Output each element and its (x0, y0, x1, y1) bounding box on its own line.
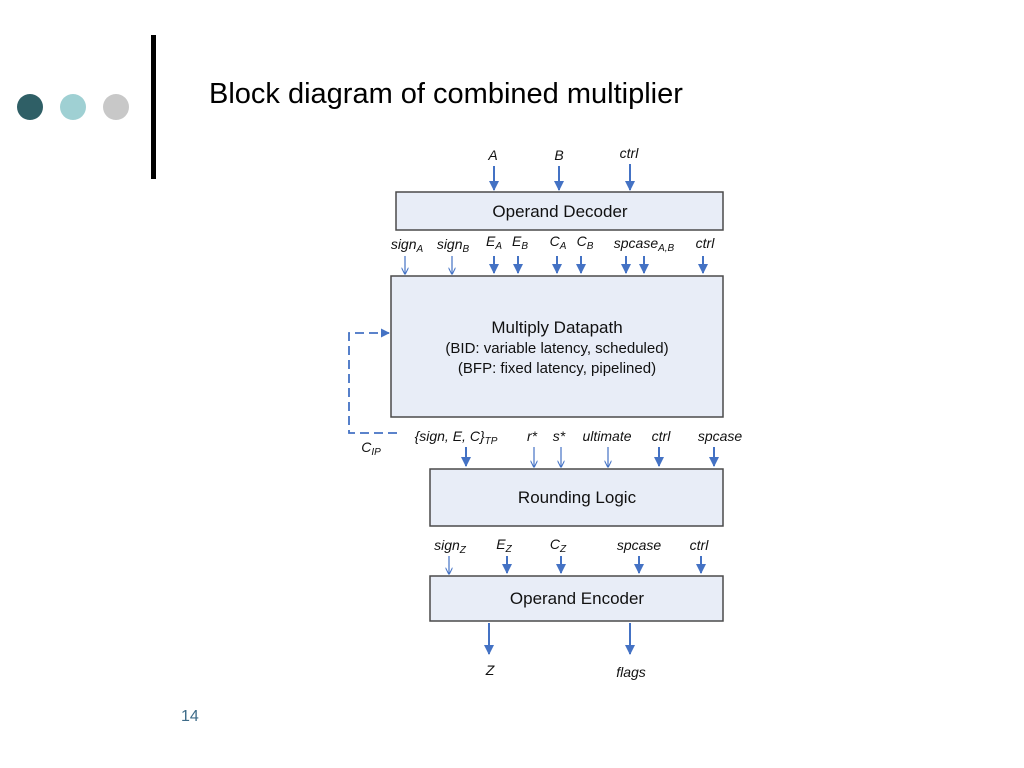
feedback-label: CIP (361, 439, 381, 458)
decoder-ctrl-label: ctrl (696, 235, 716, 251)
cz-label: CZ (550, 536, 567, 555)
multiply-datapath-bfp: (BFP: fixed latency, pipelined) (458, 360, 656, 377)
rounding-spcase-label: spcase (617, 537, 662, 553)
slide-number: 14 (181, 708, 199, 725)
operand-encoder-label: Operand Encoder (510, 589, 645, 608)
operand-encoder-box (429, 575, 724, 622)
signb-label: signB (437, 236, 470, 255)
feedback-loop (348, 328, 397, 434)
rounding-logic-box (429, 468, 724, 527)
input-a-label: A (487, 147, 497, 163)
bullet-dot-dark (17, 94, 43, 120)
tp-label: {sign, E, C}TP (415, 428, 498, 447)
rounding-logic-label: Rounding Logic (518, 488, 637, 507)
ultimate-label: ultimate (582, 428, 631, 444)
multiply-datapath-box (390, 275, 724, 418)
signa-label: signA (391, 236, 424, 255)
multiply-datapath-label: Multiply Datapath (491, 318, 622, 337)
output-z-label: Z (485, 662, 495, 678)
datapath-ctrl-label: ctrl (652, 428, 672, 444)
multiply-datapath-bid: (BID: variable latency, scheduled) (445, 340, 668, 357)
ea-label: EA (486, 233, 502, 252)
s-star-label: s* (553, 428, 566, 444)
ca-label: CA (550, 233, 567, 252)
bullet-dot-gray (103, 94, 129, 120)
r-star-label: r* (527, 428, 538, 444)
rounding-ctrl-label: ctrl (690, 537, 710, 553)
bullet-dot-light (60, 94, 86, 120)
operand-decoder-box (395, 191, 724, 231)
output-flags-label: flags (616, 664, 646, 680)
eb-label: EB (512, 233, 528, 252)
signz-label: signZ (434, 537, 467, 556)
ez-label: EZ (496, 536, 512, 555)
operand-decoder-label: Operand Decoder (492, 202, 627, 221)
spcase-ab-label: spcaseA,B (614, 235, 675, 254)
cb-label: CB (577, 233, 594, 252)
slide-title: Block diagram of combined multiplier (209, 78, 683, 110)
input-b-label: B (554, 147, 563, 163)
datapath-spcase-label: spcase (698, 428, 743, 444)
title-divider (151, 35, 156, 179)
input-ctrl-label: ctrl (620, 145, 640, 161)
